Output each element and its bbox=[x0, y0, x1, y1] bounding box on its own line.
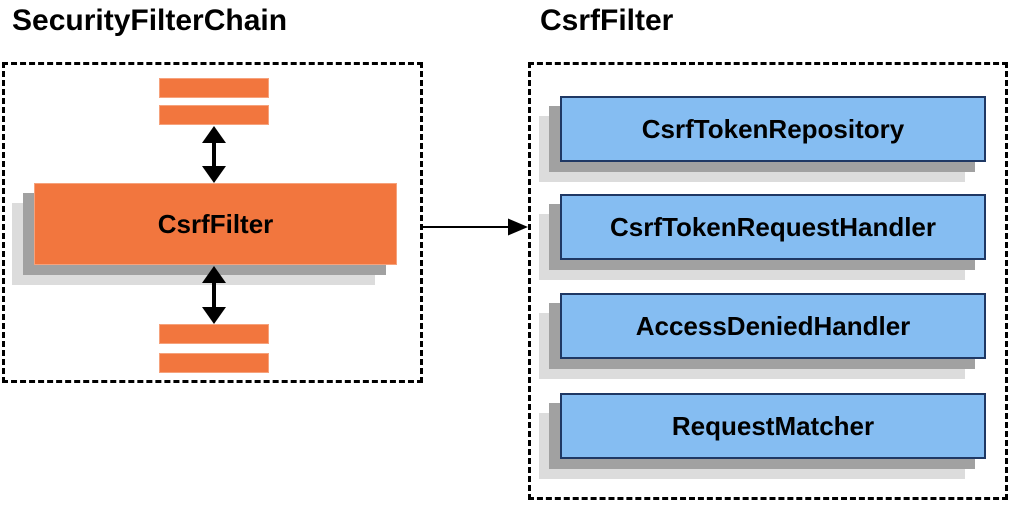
csrf-filter-group bbox=[528, 62, 1008, 500]
filter-chain-bar bbox=[159, 105, 269, 125]
security-filter-chain-title: SecurityFilterChain bbox=[12, 4, 288, 37]
component-node-label: AccessDeniedHandler bbox=[635, 310, 911, 341]
component-node-request-matcher: RequestMatcher bbox=[560, 393, 986, 459]
component-node-csrf-token-request-handler: CsrfTokenRequestHandler bbox=[560, 194, 986, 260]
filter-chain-bar bbox=[159, 324, 269, 344]
component-node-label: RequestMatcher bbox=[671, 410, 875, 441]
flow-arrow-icon bbox=[423, 218, 528, 236]
security-filter-chain-group bbox=[2, 62, 423, 383]
csrf-filter-title: CsrfFilter bbox=[540, 4, 674, 37]
csrf-filter-node: CsrfFilter bbox=[34, 183, 397, 265]
bidirectional-arrow-icon bbox=[202, 126, 226, 183]
component-node-label: CsrfTokenRequestHandler bbox=[609, 211, 937, 242]
component-node-label: CsrfTokenRepository bbox=[641, 113, 905, 144]
component-node-csrf-token-repository: CsrfTokenRepository bbox=[560, 96, 986, 162]
csrf-filter-node-label: CsrfFilter bbox=[157, 208, 274, 239]
filter-chain-bar bbox=[159, 353, 269, 373]
bidirectional-arrow-icon bbox=[202, 266, 226, 324]
component-node-access-denied-handler: AccessDeniedHandler bbox=[560, 293, 986, 359]
filter-chain-bar bbox=[159, 78, 269, 98]
